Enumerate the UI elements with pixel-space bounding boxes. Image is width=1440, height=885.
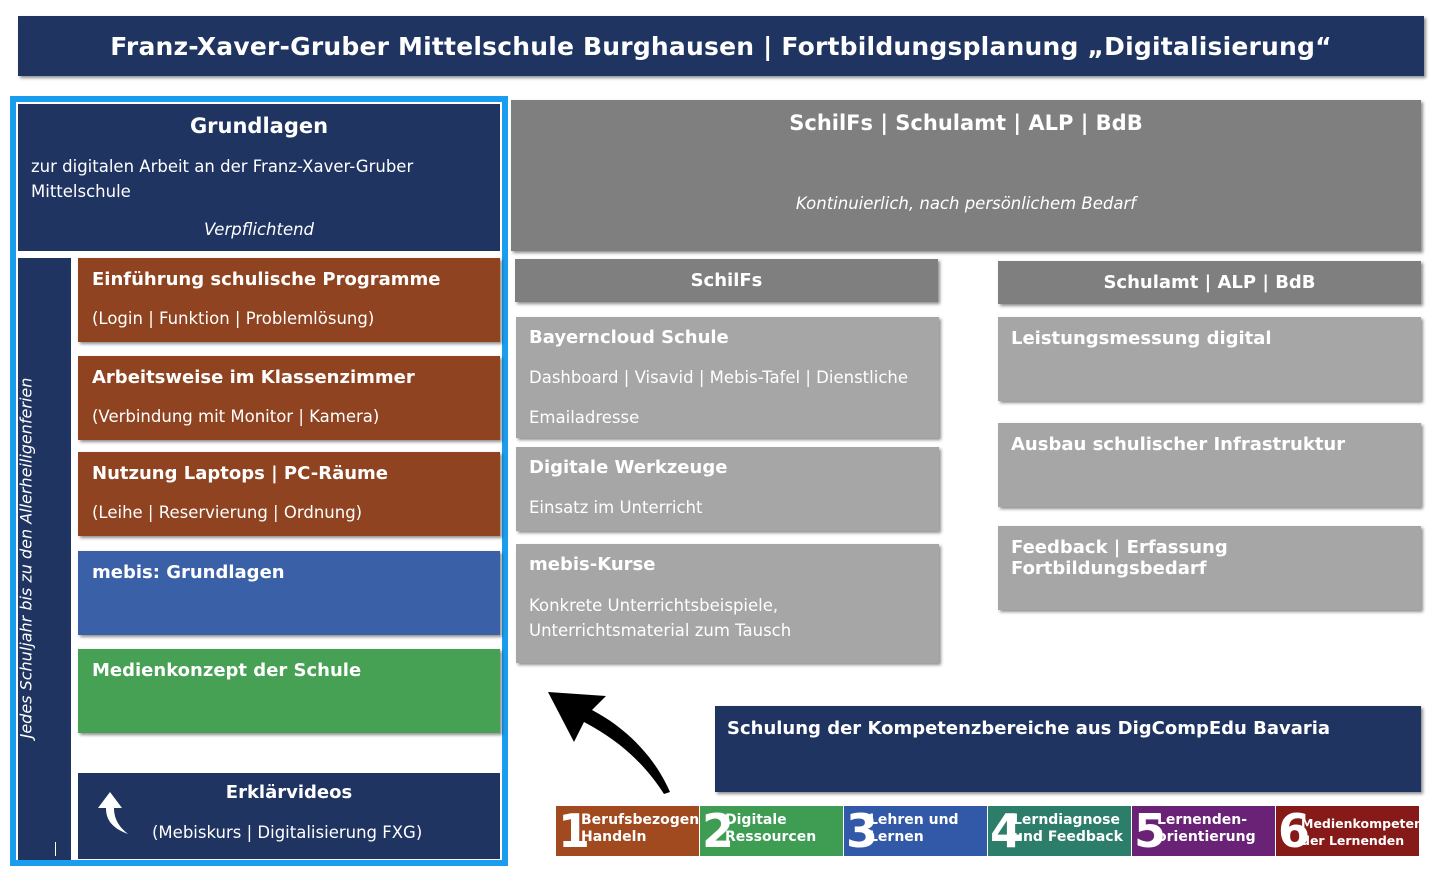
competence-number: 4 bbox=[990, 804, 1023, 858]
competence-label-line1: Medienkompetenz bbox=[1301, 816, 1431, 831]
page-title: Franz-Xaver-Gruber Mittelschule Burghaus… bbox=[18, 16, 1424, 76]
grundlagen-title: Grundlagen bbox=[189, 114, 329, 138]
item-title: Medienkonzept der Schule bbox=[92, 660, 362, 681]
timeframe-sidebar bbox=[18, 258, 71, 860]
item-title: Einführung schulische Programme bbox=[92, 269, 441, 290]
competence-label: Lernenden-orientierung bbox=[1157, 812, 1256, 846]
competence-label-line1: Lehren und bbox=[869, 812, 959, 828]
competence-label: Medienkompetenz der Lernenden bbox=[1301, 815, 1430, 849]
competence-label-line1: Berufsbezogenes bbox=[581, 812, 718, 828]
item-arbeitsweise-klassenzimmer: Arbeitsweise im Klassenzimmer (Verbindun… bbox=[78, 356, 500, 440]
digcompedu-title: Schulung der Kompetenzbereiche aus DigCo… bbox=[727, 718, 1331, 739]
competence-label-line2: und Feedback bbox=[1013, 829, 1123, 845]
external-training-title: SchilFs | Schulamt | ALP | BdB bbox=[789, 111, 1143, 135]
competence-label-line1: Lernenden- bbox=[1157, 812, 1248, 828]
item-title: mebis: Grundlagen bbox=[92, 562, 285, 583]
external-training-note: Kontinuierlich, nach persönlichem Bedarf bbox=[795, 194, 1137, 213]
competence-number: 1 bbox=[558, 804, 591, 858]
schilf-header-label: SchilFs bbox=[690, 270, 763, 291]
schilf-item-digitale-werkzeuge: Digitale Werkzeuge Einsatz im Unterricht bbox=[516, 447, 939, 531]
grundlagen-note: Verpflichtend bbox=[203, 220, 315, 239]
item-subtitle: (Leihe | Reservierung | Ordnung) bbox=[92, 503, 363, 522]
schulamt-header: Schulamt | ALP | BdB bbox=[998, 261, 1421, 304]
item-title: Nutzung Laptops | PC-Räume bbox=[92, 463, 388, 484]
competence-number: 5 bbox=[1134, 804, 1167, 858]
competence-label-line2: orientierung bbox=[1157, 829, 1256, 845]
schilf-header: SchilFs bbox=[515, 259, 938, 302]
item-subtitle: (Verbindung mit Monitor | Kamera) bbox=[92, 407, 380, 426]
schulamt-header-label: Schulamt | ALP | BdB bbox=[1103, 272, 1316, 293]
item-subtitle: Einsatz im Unterricht bbox=[529, 498, 703, 517]
item-title: Digitale Werkzeuge bbox=[529, 457, 728, 478]
competence-label-line2: Handeln bbox=[581, 829, 647, 845]
item-title: Bayerncloud Schule bbox=[529, 327, 729, 348]
schulamt-item-leistungsmessung: Leistungsmessung digital bbox=[998, 317, 1421, 401]
item-title: Erklärvideos bbox=[225, 782, 353, 803]
item-subtitle: Dashboard | Visavid | Mebis-Tafel | Dien… bbox=[529, 368, 909, 387]
item-nutzung-laptops: Nutzung Laptops | PC-Räume (Leihe | Rese… bbox=[78, 452, 500, 536]
competence-label-line1: Digitale bbox=[725, 812, 787, 828]
item-medienkonzept: Medienkonzept der Schule bbox=[78, 649, 500, 733]
page-title-text: Franz-Xaver-Gruber Mittelschule Burghaus… bbox=[110, 31, 1332, 61]
item-subtitle: (Login | Funktion | Problemlösung) bbox=[92, 309, 375, 328]
competence-label-line2: Lernen bbox=[869, 829, 924, 845]
sidebar-tick bbox=[55, 842, 56, 856]
item-mebis-grundlagen: mebis: Grundlagen bbox=[78, 551, 500, 635]
timeframe-label: Jedes Schuljahr bis zu den Allerheiligen… bbox=[16, 377, 36, 739]
schilf-item-bayerncloud: Bayerncloud Schule Dashboard | Visavid |… bbox=[516, 317, 939, 438]
item-subtitle-2: Unterrichtsmaterial zum Tausch bbox=[529, 621, 792, 640]
schulamt-item-feedback: Feedback | Erfassung Fortbildungsbedarf bbox=[998, 526, 1421, 610]
digcompedu-banner: Schulung der Kompetenzbereiche aus DigCo… bbox=[715, 706, 1421, 792]
grundlagen-header: Grundlagen zur digitalen Arbeit an der F… bbox=[18, 104, 500, 251]
item-erklaervideos: Erklärvideos (Mebiskurs | Digitalisierun… bbox=[78, 773, 500, 859]
competence-label-line2: Ressourcen bbox=[725, 829, 817, 845]
item-einfuehrung-programme: Einführung schulische Programme (Login |… bbox=[78, 258, 500, 342]
item-title: Arbeitsweise im Klassenzimmer bbox=[92, 367, 415, 388]
competence-number: 2 bbox=[702, 804, 735, 858]
competence-label-line2: der Lernenden bbox=[1301, 833, 1405, 848]
item-title: mebis-Kurse bbox=[529, 554, 656, 575]
item-subtitle: Konkrete Unterrichtsbeispiele, bbox=[529, 596, 779, 615]
competence-number: 3 bbox=[846, 804, 879, 858]
external-training-header: SchilFs | Schulamt | ALP | BdB Kontinuie… bbox=[511, 100, 1421, 251]
schulamt-item-infrastruktur: Ausbau schulischer Infrastruktur bbox=[998, 423, 1421, 507]
curved-arrow-icon bbox=[548, 692, 670, 794]
item-title: Feedback | Erfassung Fortbildungsbedarf bbox=[1011, 537, 1228, 579]
item-subtitle-2: Emailadresse bbox=[529, 408, 640, 427]
item-title: Leistungsmessung digital bbox=[1011, 328, 1272, 349]
schilf-item-mebis-kurse: mebis-Kurse Konkrete Unterrichtsbeispiel… bbox=[516, 544, 939, 663]
item-title: Ausbau schulischer Infrastruktur bbox=[1011, 434, 1346, 455]
competence-label-line1: Lerndiagnose bbox=[1013, 812, 1120, 828]
grundlagen-subtitle: zur digitalen Arbeit an der Franz-Xaver-… bbox=[31, 157, 414, 201]
item-subtitle: (Mebiskurs | Digitalisierung FXG) bbox=[152, 823, 423, 842]
competence-number: 6 bbox=[1278, 804, 1311, 858]
curved-up-arrow-icon bbox=[98, 792, 128, 834]
